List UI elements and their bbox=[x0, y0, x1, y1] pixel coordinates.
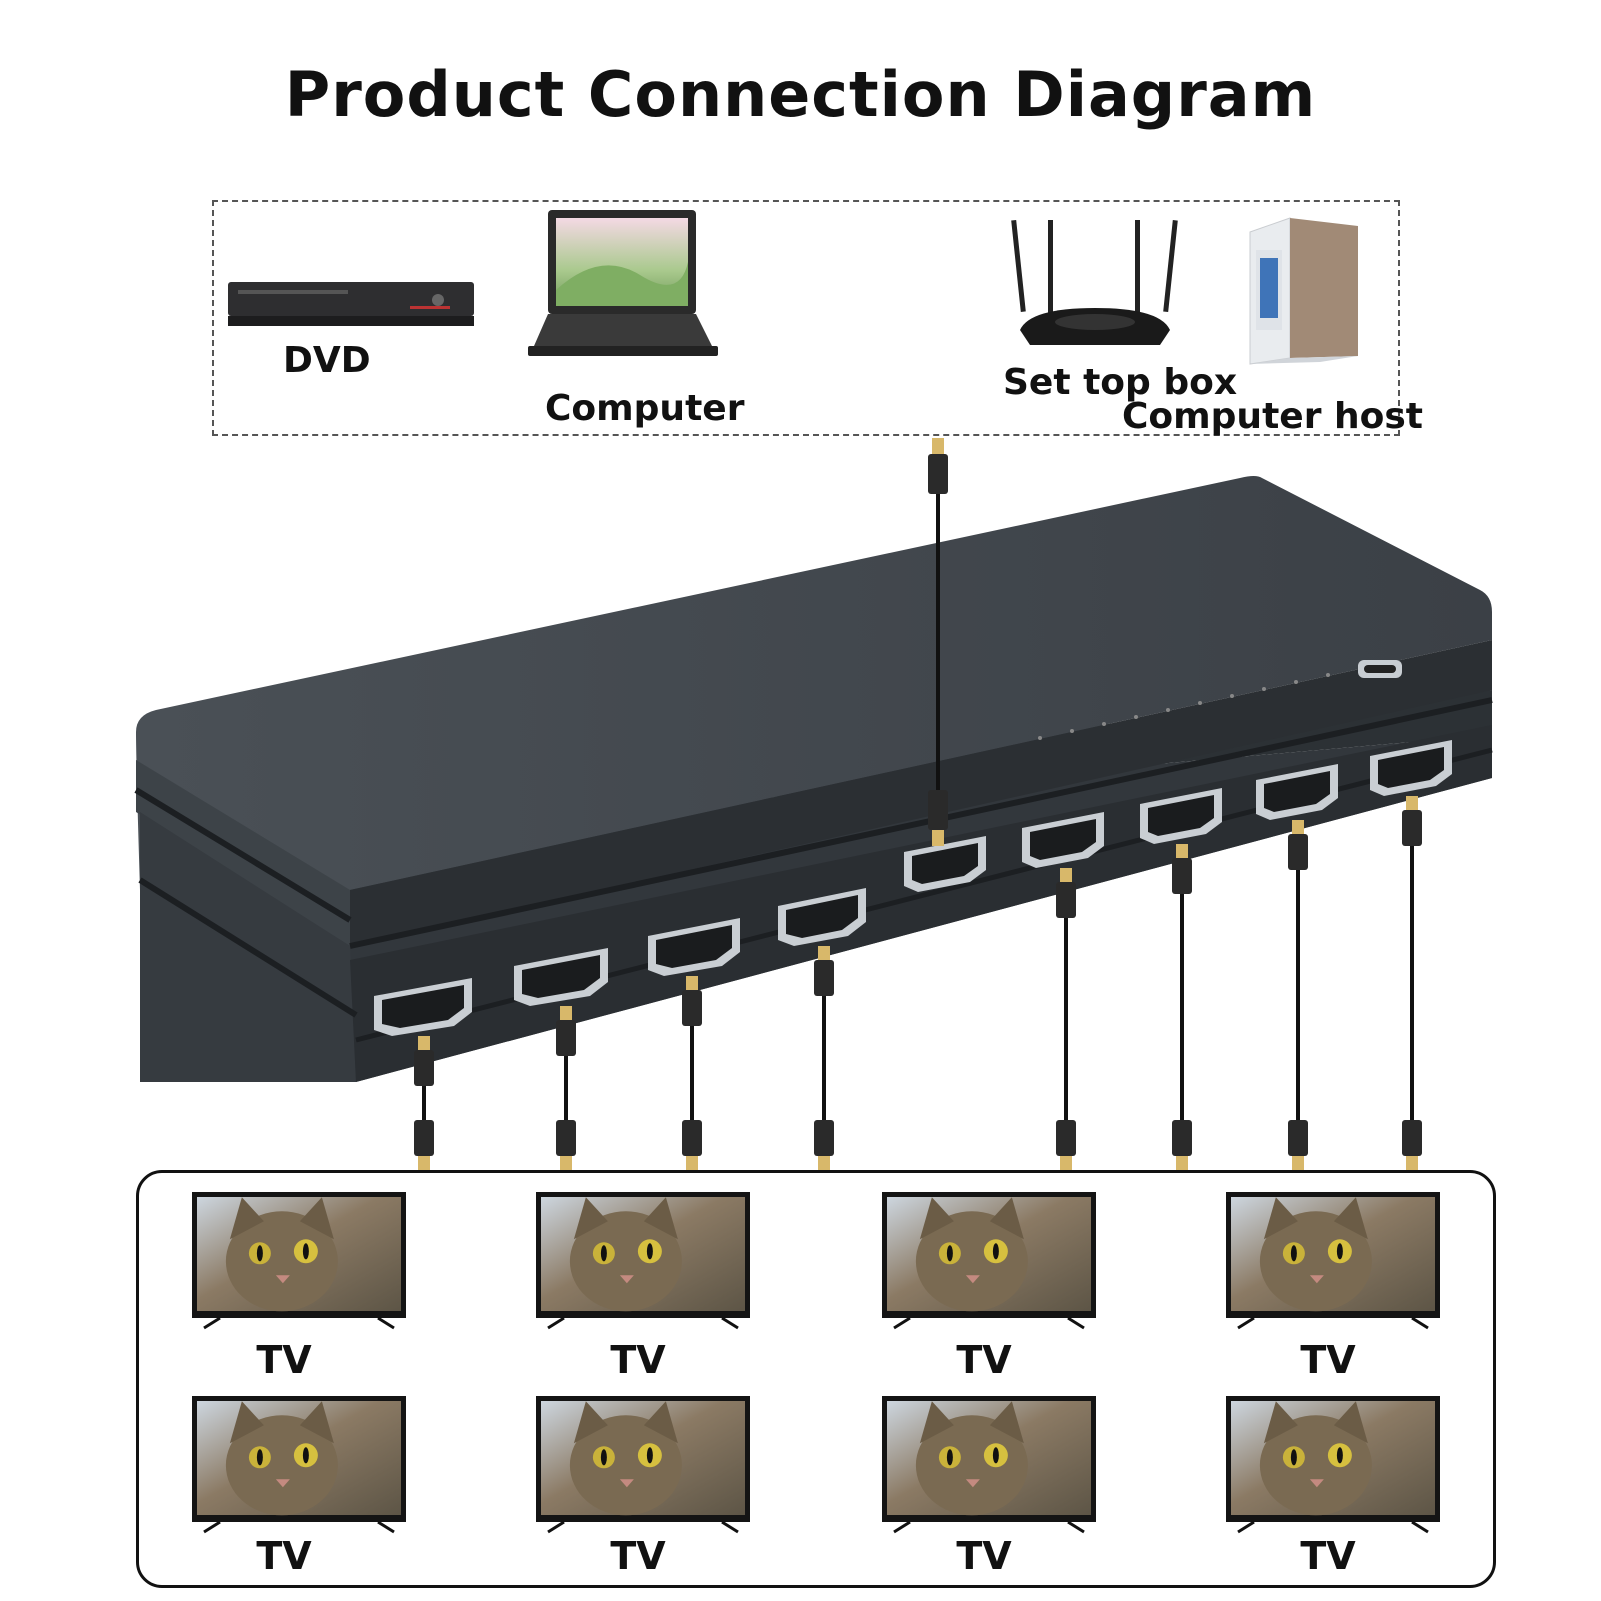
tv-label-8: TV bbox=[1300, 1534, 1356, 1578]
tv-label-1: TV bbox=[256, 1338, 312, 1382]
output-cable-1 bbox=[414, 1036, 434, 1170]
set-top-box-label: Set top box bbox=[1003, 362, 1238, 403]
hdmi-output-port-6 bbox=[1140, 788, 1222, 844]
tv-icon-1 bbox=[192, 1192, 406, 1330]
laptop-icon bbox=[528, 210, 718, 356]
output-cable-3 bbox=[682, 976, 702, 1170]
dvd-player-icon bbox=[228, 282, 474, 326]
computer-label: Computer bbox=[545, 388, 745, 429]
tv-label-2: TV bbox=[610, 1338, 666, 1382]
output-cable-8 bbox=[1402, 796, 1422, 1170]
tv-label-7: TV bbox=[956, 1534, 1012, 1578]
tv-icon-6 bbox=[536, 1396, 750, 1534]
tv-label-4: TV bbox=[1300, 1338, 1356, 1382]
output-cable-5 bbox=[1056, 868, 1076, 1170]
hdmi-output-port-4 bbox=[778, 888, 866, 946]
hdmi-output-port-3 bbox=[648, 918, 740, 976]
tv-icon-2 bbox=[536, 1192, 750, 1330]
output-cable-4 bbox=[814, 946, 834, 1170]
tv-grid bbox=[192, 1192, 1440, 1534]
output-cable-7 bbox=[1288, 820, 1308, 1170]
input-hdmi-cable bbox=[928, 438, 948, 846]
tv-label-5: TV bbox=[256, 1534, 312, 1578]
hdmi-output-port-8 bbox=[1370, 740, 1452, 796]
hdmi-output-port-7 bbox=[1256, 764, 1338, 820]
hdmi-output-port-5 bbox=[1022, 812, 1104, 868]
tv-icon-4 bbox=[1226, 1192, 1440, 1330]
hdmi-output-port-1 bbox=[374, 978, 472, 1036]
tv-label-3: TV bbox=[956, 1338, 1012, 1382]
output-cable-6 bbox=[1172, 844, 1192, 1170]
tv-icon-3 bbox=[882, 1192, 1096, 1330]
tv-icon-7 bbox=[882, 1396, 1096, 1534]
computer-host-label: Computer host bbox=[1122, 396, 1423, 437]
tv-icon-5 bbox=[192, 1396, 406, 1534]
source-devices-box bbox=[212, 200, 1400, 436]
tv-icon-8 bbox=[1226, 1396, 1440, 1534]
hdmi-output-port-2 bbox=[514, 948, 608, 1006]
hdmi-input-port bbox=[904, 836, 986, 892]
router-icon bbox=[1011, 219, 1178, 345]
hdmi-output-ports bbox=[374, 740, 1452, 1036]
tv-label-6: TV bbox=[610, 1534, 666, 1578]
diagram-title: Product Connection Diagram bbox=[284, 58, 1317, 131]
dvd-label: DVD bbox=[283, 340, 371, 381]
tv-displays-box bbox=[136, 1170, 1496, 1588]
output-hdmi-cables bbox=[414, 796, 1422, 1170]
computer-tower-icon bbox=[1249, 217, 1358, 365]
output-cable-2 bbox=[556, 1006, 576, 1170]
